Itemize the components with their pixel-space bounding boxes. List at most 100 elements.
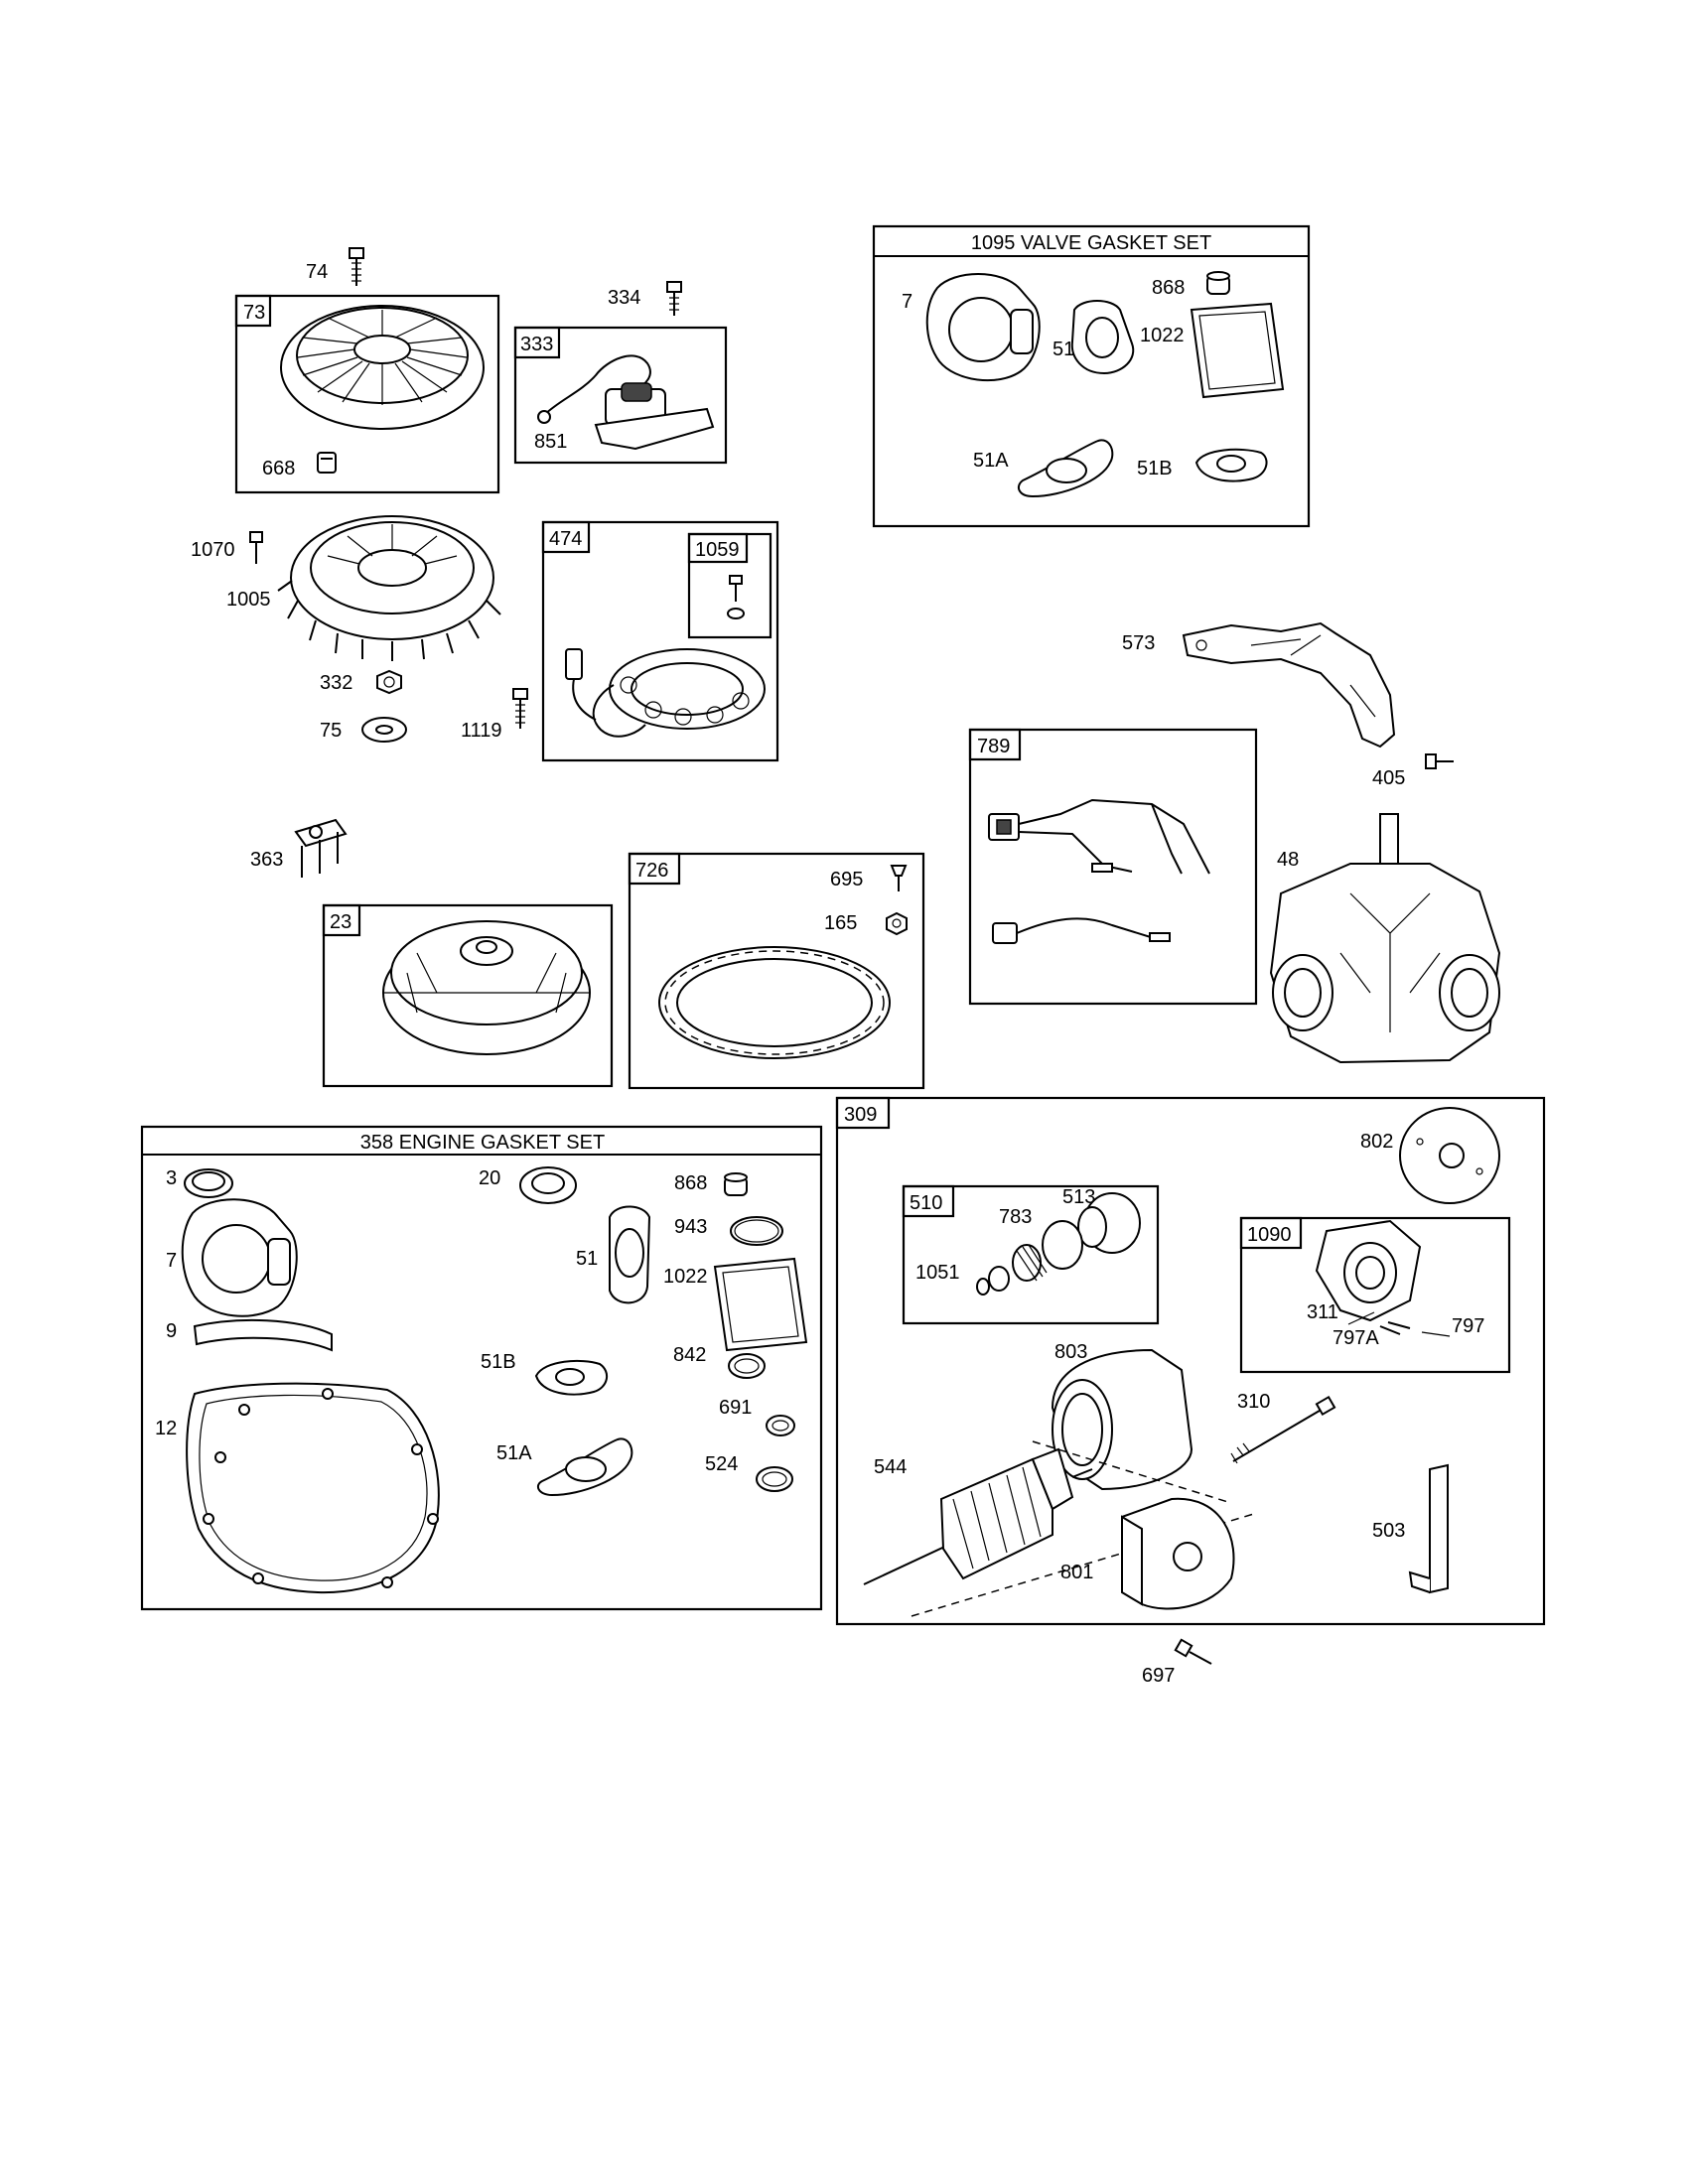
bracket-363-icon [294, 818, 348, 878]
label-783: 783 [999, 1206, 1032, 1228]
group-726-label: 726 [635, 860, 668, 882]
label-valve-1022: 1022 [1140, 325, 1185, 346]
bolt-74-icon [349, 247, 364, 286]
label-797: 797 [1452, 1315, 1484, 1337]
label-engine-3: 3 [166, 1167, 177, 1189]
group-474: 474 [541, 520, 779, 762]
label-797A: 797A [1333, 1327, 1379, 1349]
group-789: 789 [968, 728, 1258, 1006]
label-engine-51B: 51B [481, 1351, 516, 1373]
screw-668-icon [317, 452, 337, 474]
nut-332-icon [376, 669, 402, 695]
wiring-harness-789-icon [988, 798, 1210, 944]
exhaust-gasket-51-icon [1070, 300, 1135, 375]
group-1090: 1090 [1239, 1216, 1511, 1374]
plug-868-icon [1206, 271, 1230, 295]
label-engine-51A: 51A [496, 1442, 532, 1464]
end-plate-802-icon [1399, 1107, 1500, 1204]
flywheel-fan-1005-icon [277, 515, 501, 661]
screw-1119-icon [512, 688, 528, 729]
label-803: 803 [1054, 1341, 1087, 1363]
intake-gasket-51A-icon [1017, 439, 1114, 498]
screw-405-icon [1425, 753, 1454, 769]
label-1119: 1119 [461, 720, 502, 742]
intake-gasket-51A-b-icon [536, 1437, 633, 1497]
group-333-label: 333 [520, 334, 553, 355]
group-309-label: 309 [844, 1104, 877, 1126]
seal-691-icon [766, 1415, 795, 1436]
label-engine-1022: 1022 [663, 1266, 708, 1288]
label-engine-51: 51 [576, 1248, 598, 1270]
label-801: 801 [1060, 1562, 1093, 1583]
bolt-334-icon [666, 281, 682, 316]
intake-gasket-51B-b-icon [534, 1359, 609, 1396]
head-gasket-7-icon [925, 273, 1041, 382]
seal-3-icon [184, 1168, 233, 1198]
nut-165-icon [886, 911, 908, 936]
group-510-label: 510 [910, 1192, 942, 1214]
label-75: 75 [320, 720, 342, 742]
bracket-503-icon [1408, 1463, 1449, 1594]
flywheel-23-icon [382, 920, 591, 1055]
ignition-armature-333-icon [537, 354, 715, 451]
housing-803-icon [1051, 1348, 1193, 1491]
label-engine-7: 7 [166, 1250, 177, 1272]
group-358-title: 358 ENGINE GASKET SET [360, 1132, 605, 1154]
label-165: 165 [824, 912, 857, 934]
label-851: 851 [534, 431, 567, 453]
label-valve-51: 51 [1052, 339, 1074, 360]
exhaust-gasket-51b-icon [609, 1205, 651, 1304]
group-474-label: 474 [549, 528, 582, 550]
label-363: 363 [250, 849, 283, 871]
group-789-label: 789 [977, 736, 1010, 757]
part-labels: 74 334 668 851 1070 1005 332 75 1119 7 5… [155, 261, 1484, 1687]
o-ring-943-icon [730, 1216, 783, 1246]
label-engine-524: 524 [705, 1453, 738, 1475]
rotating-screen-73-icon [280, 305, 485, 430]
group-358-engine-gasket-set: 358 ENGINE GASKET SET [140, 1125, 823, 1611]
oil-seal-20-icon [519, 1166, 577, 1204]
group-726: 726 [628, 852, 925, 1090]
label-engine-691: 691 [719, 1397, 752, 1419]
label-engine-943: 943 [674, 1216, 707, 1238]
end-cap-801-icon [911, 1440, 1258, 1617]
label-engine-20: 20 [479, 1167, 500, 1189]
group-1095-title: 1095 VALVE GASKET SET [971, 232, 1211, 254]
label-engine-842: 842 [673, 1344, 706, 1366]
label-engine-9: 9 [166, 1320, 177, 1342]
label-48: 48 [1277, 849, 1299, 871]
group-23: 23 [322, 903, 614, 1088]
rocker-cover-gasket-1022b-icon [713, 1257, 808, 1352]
label-332: 332 [320, 672, 352, 694]
thru-bolt-310-icon [1230, 1395, 1336, 1464]
crankcase-gasket-12-icon [186, 1382, 440, 1594]
leader-lines [1347, 1311, 1451, 1337]
label-engine-12: 12 [155, 1418, 177, 1439]
screw-695-icon [890, 865, 908, 891]
label-544: 544 [874, 1456, 907, 1478]
group-510: 510 [902, 1184, 1160, 1325]
label-668: 668 [262, 458, 295, 479]
screw-697-icon [1174, 1638, 1212, 1665]
label-valve-868: 868 [1152, 277, 1185, 299]
label-valve-51B: 51B [1137, 458, 1173, 479]
group-73: 73 [234, 294, 500, 494]
label-334: 334 [608, 287, 640, 309]
label-802: 802 [1360, 1131, 1393, 1153]
label-311: 311 [1307, 1301, 1338, 1323]
group-333: 333 [513, 326, 728, 465]
label-573: 573 [1122, 632, 1155, 654]
label-513: 513 [1062, 1186, 1095, 1208]
label-310: 310 [1237, 1391, 1270, 1413]
air-guide-573-icon [1182, 621, 1396, 749]
cylinder-48-icon [1269, 813, 1501, 1064]
group-1090-label: 1090 [1247, 1224, 1292, 1246]
group-1059-label: 1059 [695, 539, 740, 561]
screw-1070-icon [249, 531, 263, 564]
head-gasket-7b-icon [181, 1198, 298, 1317]
group-73-label: 73 [243, 302, 265, 324]
washer-75-icon [361, 717, 407, 743]
label-valve-51A: 51A [973, 450, 1009, 472]
plug-868b-icon [724, 1172, 748, 1196]
